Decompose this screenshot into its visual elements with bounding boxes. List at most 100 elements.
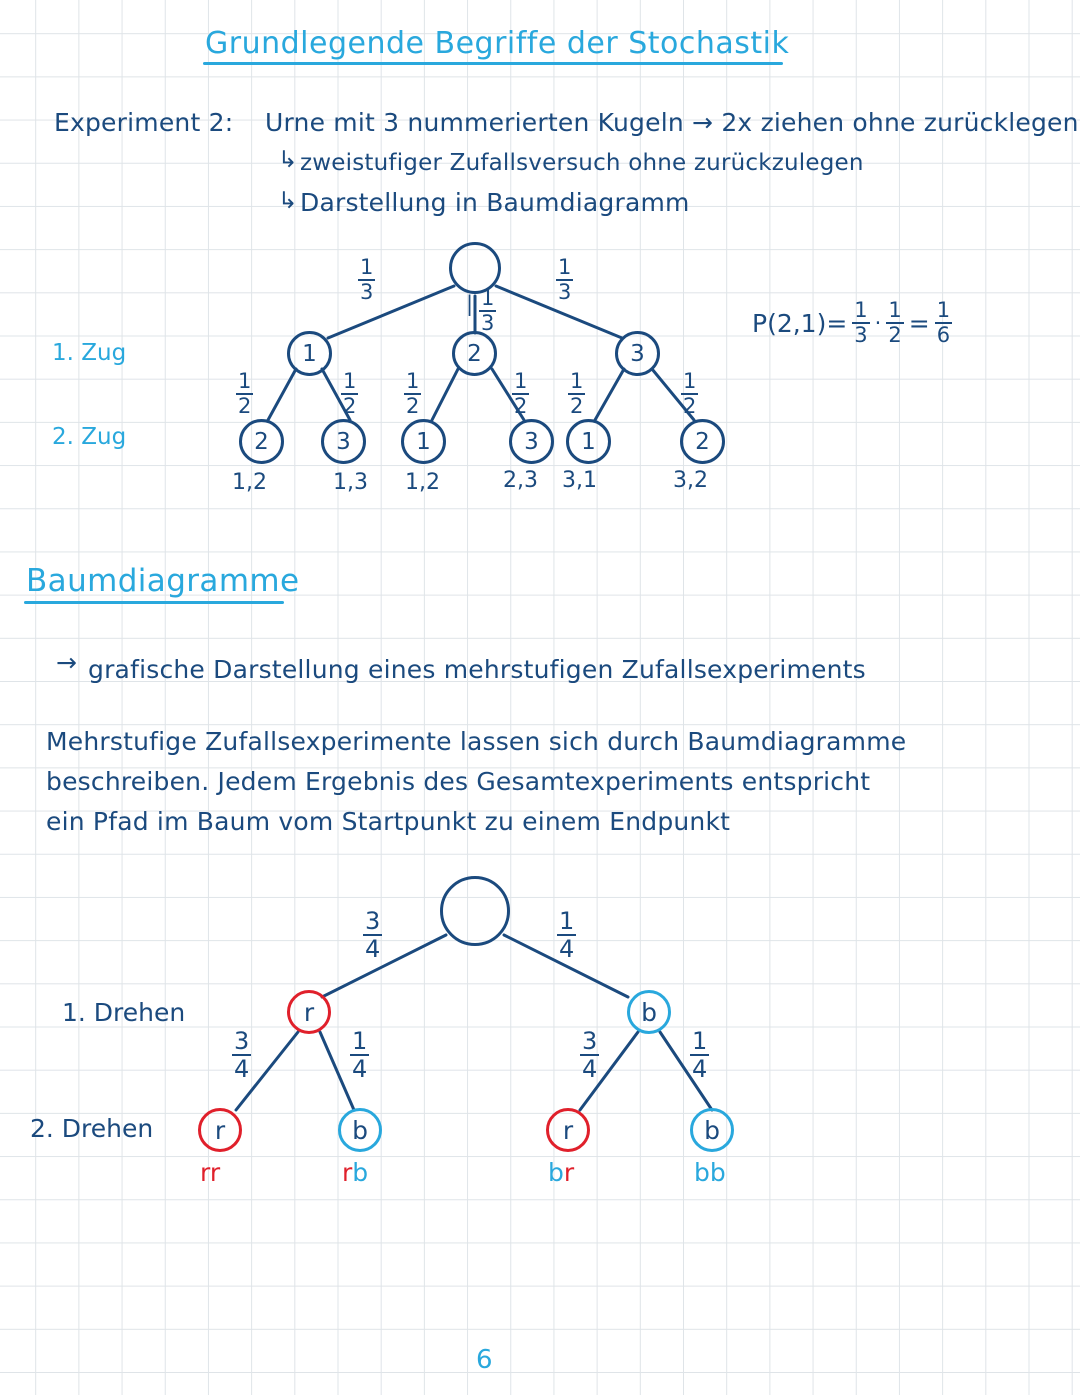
tree1-leaf-node-6-label: 2 — [695, 428, 710, 455]
tree1-prob-leaf-1-num: 1 — [238, 369, 252, 393]
tree1-prob-leaf-3-num: 1 — [406, 369, 420, 393]
tree1-level1-node-2[interactable]: 2 — [452, 331, 497, 376]
tree1-edge-2-a — [430, 367, 460, 422]
tree2-outcome-rr: rr — [200, 1158, 220, 1187]
tree2-outcome-br: br — [548, 1158, 574, 1187]
tree1-level1-node-3-label: 3 — [630, 340, 645, 367]
section2-paragraph-line-1: Mehrstufige Zufallsexperimente lassen si… — [46, 727, 907, 756]
tree2-edge-r-b — [318, 1030, 356, 1112]
tree2-outcome-rr-first: r — [200, 1158, 210, 1187]
tree1-leaf-node-4-label: 3 — [524, 428, 539, 455]
tree1-outcome-4: 2,3 — [503, 468, 538, 493]
tree1-root-node[interactable] — [449, 242, 501, 294]
tree1-prob-leaf-5-num: 1 — [570, 369, 584, 393]
tree2-level1-node-b[interactable]: b — [627, 990, 671, 1034]
tree1-prob-leaf-1-bar — [236, 393, 254, 395]
tree1-prob-root-2-tick: | — [466, 292, 474, 316]
tree2-prob-leaf-rr-num: 3 — [234, 1027, 250, 1055]
tree2-prob-leaf-rb-num: 1 — [352, 1027, 368, 1055]
tree1-prob-leaf-4-num: 1 — [514, 369, 528, 393]
tree1-leaf-node-6[interactable]: 2 — [680, 419, 725, 464]
tree1-outcome-6: 3,2 — [673, 468, 708, 493]
tree1-prob-root-3-bar — [556, 279, 574, 281]
tree1-level1-node-2-label: 2 — [467, 340, 482, 367]
tree1-leaf-node-1-label: 2 — [254, 428, 269, 455]
formula-fraction-1: 1 3 — [852, 298, 870, 347]
tree2-prob-leaf-rb-bar — [350, 1054, 370, 1056]
tree1-prob-root-2-num: 1 — [481, 286, 495, 310]
tree2-prob-root-b-den: 4 — [559, 935, 575, 963]
tree1-prob-leaf-6-num: 1 — [683, 369, 697, 393]
tree1-outcome-2: 1,3 — [333, 470, 368, 495]
tree1-leaf-node-5-label: 1 — [581, 428, 596, 455]
tree2-root-node[interactable] — [440, 876, 510, 946]
tree1-prob-root-3-den: 3 — [558, 280, 572, 304]
tree1-prob-root-3: 1 3 — [556, 255, 574, 304]
tree1-prob-root-2: 1 3 — [479, 286, 497, 335]
bullet-arrow-icon: → — [56, 648, 77, 677]
tree2-prob-leaf-bb: 1 4 — [690, 1029, 710, 1081]
tree2-level1-node-r[interactable]: r — [287, 990, 331, 1034]
tree2-leaf-node-rr[interactable]: r — [198, 1108, 242, 1152]
tree2-prob-leaf-rb-den: 4 — [352, 1055, 368, 1083]
formula-dot: · — [874, 311, 882, 335]
tree2-prob-leaf-br-bar — [580, 1054, 600, 1056]
tree1-prob-leaf-3: 1 2 — [404, 369, 422, 418]
formula-fraction-2-den: 2 — [888, 323, 902, 347]
tree1-prob-leaf-5-bar — [568, 393, 586, 395]
section2-bullet-text: grafische Darstellung eines mehrstufigen… — [88, 655, 866, 684]
formula-fraction-3: 1 6 — [934, 300, 953, 347]
tree1-prob-leaf-6: 1 2 — [681, 369, 699, 418]
tree1-prob-leaf-4-den: 2 — [514, 394, 528, 418]
experiment-line-3: Darstellung in Baumdiagramm — [300, 188, 690, 217]
tree1-prob-leaf-2-num: 1 — [343, 369, 357, 393]
tree1-leaf-node-3[interactable]: 1 — [401, 419, 446, 464]
tree1-prob-leaf-2-bar — [341, 393, 359, 395]
tree1-prob-root-3-num: 1 — [558, 255, 572, 279]
formula-fraction-2-bar — [886, 322, 904, 324]
tree2-prob-root-b-bar — [557, 934, 577, 936]
experiment-line-3-arrow-icon: ↳ — [278, 188, 298, 214]
tree1-leaf-node-5[interactable]: 1 — [566, 419, 611, 464]
experiment-line-2-arrow-icon: ↳ — [278, 147, 298, 173]
formula-fraction-1-den: 3 — [854, 323, 868, 347]
tree1-level1-node-3[interactable]: 3 — [615, 331, 660, 376]
tree1-prob-root-2-den: 3 — [481, 311, 495, 335]
tree1-prob-leaf-6-den: 2 — [683, 394, 697, 418]
tree1-prob-root-1-bar — [358, 279, 376, 281]
tree1-leaf-node-2[interactable]: 3 — [321, 419, 366, 464]
tree1-outcome-1: 1,2 — [232, 470, 267, 495]
tree2-leaf-node-br[interactable]: r — [546, 1108, 590, 1152]
formula-fraction-1-num: 1 — [854, 298, 868, 322]
tree1-level1-node-1[interactable]: 1 — [287, 331, 332, 376]
tree2-stage1-label: 1. Drehen — [62, 998, 186, 1027]
tree2-leaf-node-bb[interactable]: b — [690, 1108, 734, 1152]
tree1-outcome-5: 3,1 — [562, 468, 597, 493]
tree2-level1-node-r-label: r — [303, 997, 315, 1027]
formula-fraction-3-den: 6 — [936, 323, 951, 347]
formula-fraction-2: 1 2 — [886, 300, 904, 347]
tree1-prob-root-1-num: 1 — [360, 255, 374, 279]
tree2-prob-leaf-br: 3 4 — [580, 1029, 600, 1081]
tree2-prob-leaf-rr-den: 4 — [234, 1055, 250, 1083]
tree1-prob-leaf-3-den: 2 — [406, 394, 420, 418]
tree1-edge-1-a — [266, 367, 298, 422]
tree2-outcome-bb-first: b — [694, 1158, 710, 1187]
tree1-leaf-node-4[interactable]: 3 — [509, 419, 554, 464]
tree1-prob-root-1-den: 3 — [360, 280, 374, 304]
tree1-edge-root-1 — [326, 284, 456, 340]
tree2-outcome-rr-second: r — [209, 1158, 221, 1187]
tree1-prob-leaf-3-bar — [404, 393, 422, 395]
tree2-prob-leaf-bb-bar — [690, 1054, 710, 1056]
tree1-leaf-node-3-label: 1 — [416, 428, 431, 455]
tree2-outcome-rb-second: b — [352, 1158, 369, 1187]
tree1-outcome-3: 1,2 — [405, 470, 440, 495]
tree1-leaf-node-1[interactable]: 2 — [239, 419, 284, 464]
tree2-leaf-node-rb[interactable]: b — [338, 1108, 382, 1152]
tree1-prob-leaf-5: 1 2 — [568, 369, 586, 417]
tree2-leaf-node-rr-label: r — [214, 1115, 226, 1145]
tree1-stage1-label: 1. Zug — [52, 340, 127, 366]
tree2-outcome-bb-second: b — [709, 1158, 726, 1187]
section2-paragraph-line-3: ein Pfad im Baum vom Startpunkt zu einem… — [46, 807, 731, 836]
